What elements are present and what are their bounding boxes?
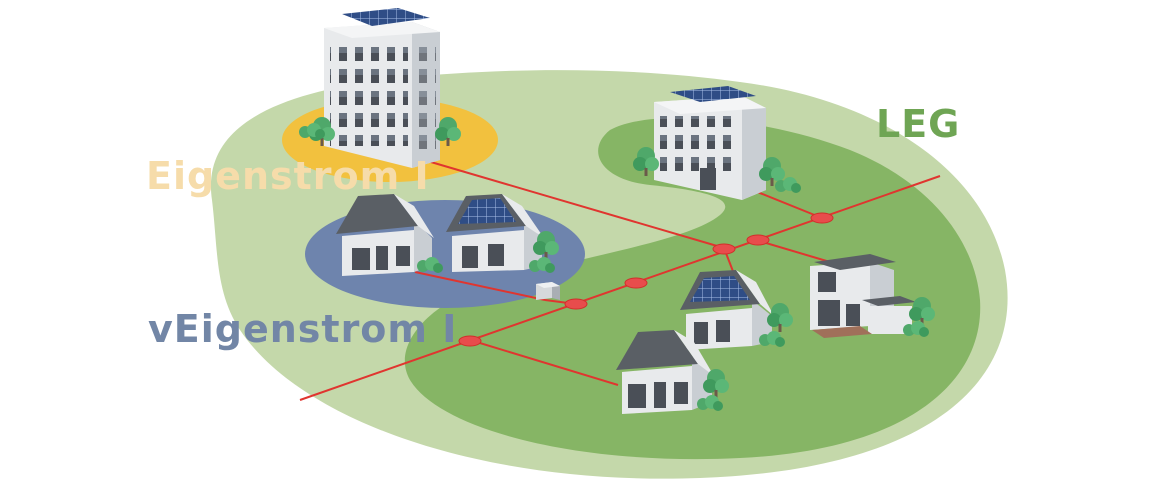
grid-node [746, 234, 770, 246]
house-icon [616, 330, 729, 414]
solar-house-icon [446, 194, 559, 273]
grid-nodes [458, 212, 834, 347]
solar-house-icon [680, 270, 793, 350]
battery-icon [536, 282, 560, 300]
house-icon [336, 194, 443, 276]
eigenstrom-label: Eigenstrom I [146, 154, 430, 198]
grid-node [712, 243, 736, 255]
leg-label: LEG [876, 102, 961, 146]
veigenstrom-label: vEigenstrom I [148, 307, 458, 351]
modern-house-icon [810, 254, 935, 338]
apartment-building-icon [299, 8, 461, 168]
grid-node [810, 212, 834, 224]
grid-node [458, 335, 482, 347]
office-building-icon [633, 86, 801, 200]
grid-node [564, 298, 588, 310]
grid-node [624, 277, 648, 289]
